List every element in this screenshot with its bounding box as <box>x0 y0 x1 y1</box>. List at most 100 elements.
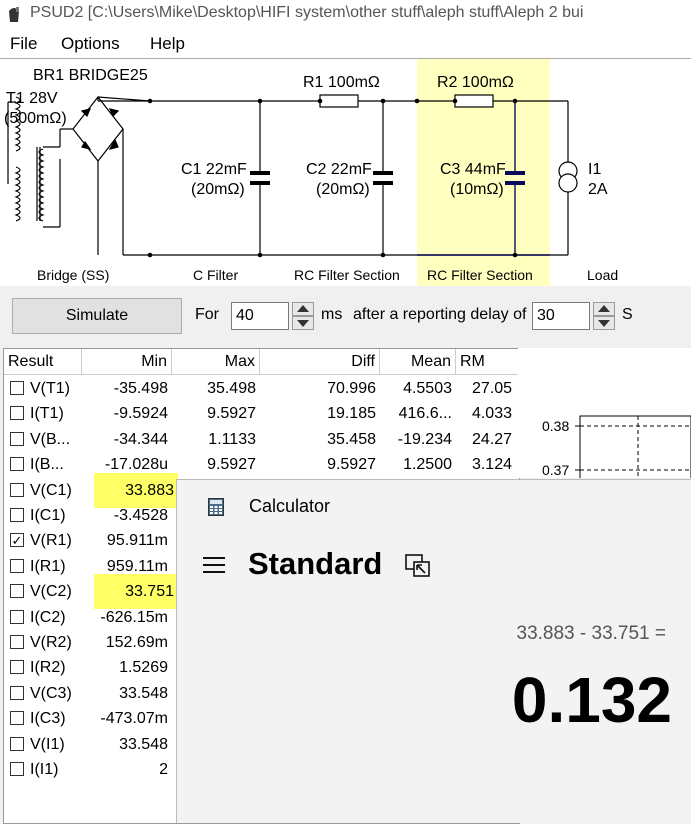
calculator-mode: Standard <box>248 546 383 581</box>
row-checkbox[interactable] <box>10 635 24 649</box>
transformer-label: T1 28V <box>6 90 58 107</box>
menu-file[interactable]: File <box>10 34 38 53</box>
row-checkbox[interactable] <box>10 482 24 497</box>
row-name: V(C3) <box>30 684 72 702</box>
duration-input[interactable]: 40 <box>231 302 289 330</box>
delay-spinner-icon[interactable] <box>593 302 615 330</box>
table-row[interactable]: V(C2)33.751 <box>4 574 519 610</box>
table-row[interactable]: V(C1)33.883 <box>4 472 519 508</box>
cell-min: -17.028u <box>104 456 168 474</box>
row-checkbox[interactable] <box>10 685 24 700</box>
calculator-title: Calculator <box>249 496 331 516</box>
row-name: V(C1) <box>30 481 72 499</box>
table-row[interactable]: ✓ V(R1) 95.911m <box>4 528 519 553</box>
row-checkbox[interactable] <box>10 381 24 395</box>
row-checkbox[interactable] <box>10 711 24 726</box>
menu-options[interactable]: Options <box>61 34 120 53</box>
row-name: I(B... <box>30 456 64 474</box>
load-name: I1 <box>588 161 602 178</box>
col-header-mean[interactable]: Mean <box>380 349 456 375</box>
row-name: I(I1) <box>30 761 59 778</box>
row-checkbox[interactable] <box>10 406 24 421</box>
row-name: I(C1) <box>30 507 66 524</box>
c1-label: C1 22mF <box>181 161 247 178</box>
title-bar: PSUD2 [C:\Users\Mike\Desktop\HIFI system… <box>0 0 691 30</box>
c1-resistance: (20mΩ) <box>191 181 245 198</box>
c3-resistance: (10mΩ) <box>450 181 504 198</box>
delay-input[interactable]: 30 <box>532 302 590 330</box>
c3-label: C3 44mF <box>440 161 506 178</box>
table-row[interactable]: I(C2)-626.15m <box>4 605 519 630</box>
col-header-diff[interactable]: Diff <box>260 349 380 375</box>
transformer-resistance: (500mΩ) <box>4 110 67 127</box>
cell-rms: 24.27 <box>471 430 512 448</box>
transformer-symbol <box>7 96 61 228</box>
col-header-rms[interactable]: RM <box>456 349 519 375</box>
row-name: I(T1) <box>30 405 64 423</box>
cell-mean: -19.234 <box>397 430 452 448</box>
graph-tick-label: 0.38 <box>542 418 570 434</box>
row-name: I(R2) <box>30 659 66 677</box>
duration-spinner-icon[interactable] <box>292 302 314 330</box>
bridge-label: BR1 BRIDGE25 <box>33 67 148 84</box>
keep-on-top-icon[interactable] <box>405 554 431 578</box>
row-name: V(I1) <box>30 735 65 753</box>
row-checkbox[interactable] <box>10 584 24 599</box>
cell-max: 9.5927 <box>207 405 256 423</box>
waveform-graph[interactable]: 0.38 0.37 <box>518 348 691 487</box>
section-label-load: Load <box>587 267 619 283</box>
c2-label: C2 22mF <box>306 161 372 178</box>
row-checkbox[interactable] <box>10 736 24 751</box>
cell-max: 35.498 <box>207 380 256 397</box>
cell-diff: 19.185 <box>327 405 376 423</box>
section-label-rc1: RC Filter Section <box>294 267 400 283</box>
row-checkbox[interactable] <box>10 457 24 472</box>
cell-min: 95.911m <box>106 532 168 550</box>
menu-help[interactable]: Help <box>150 34 185 53</box>
cell-min: -35.498 <box>113 380 168 397</box>
row-checkbox[interactable] <box>10 508 24 522</box>
current-source-symbol <box>558 161 578 193</box>
calculator-display: 0.132 <box>511 664 672 736</box>
row-checkbox[interactable] <box>10 558 24 573</box>
cell-rms: 3.124 <box>471 456 512 474</box>
r1-label: R1 100mΩ <box>303 74 380 91</box>
table-row[interactable]: V(I1) 33.548 <box>4 732 519 757</box>
col-header-min[interactable]: Min <box>82 349 172 375</box>
table-row[interactable]: V(C3) 33.548 <box>4 681 519 706</box>
row-checkbox[interactable] <box>10 431 24 446</box>
cell-rms: 27.05 <box>471 380 512 397</box>
col-header-max[interactable]: Max <box>172 349 260 375</box>
cell-rms: 4.033 <box>471 405 512 423</box>
table-row[interactable]: I(I1)2 <box>4 757 519 782</box>
col-header-result[interactable]: Result <box>4 349 82 375</box>
ms-label: ms <box>321 306 343 323</box>
cell-min: -3.4528 <box>113 507 168 524</box>
row-checkbox[interactable] <box>10 609 24 624</box>
cell-max: 9.5927 <box>207 456 256 474</box>
row-name: V(R1) <box>30 532 72 550</box>
table-row[interactable]: I(C1) -3.4528 <box>4 503 519 528</box>
simulate-button[interactable]: Simulate <box>12 298 182 334</box>
row-checkbox[interactable]: ✓ <box>10 533 24 549</box>
hamburger-menu-icon[interactable] <box>203 556 225 574</box>
cell-min: 33.548 <box>119 735 168 753</box>
row-name: V(C2) <box>30 583 72 601</box>
app-icon <box>9 7 19 22</box>
cell-min: -34.344 <box>113 430 168 448</box>
row-checkbox[interactable] <box>10 762 24 776</box>
table-row[interactable]: I(C3)-473.07m <box>4 706 519 731</box>
circuit-schematic[interactable]: BR1 BRIDGE25 T1 28V (500mΩ) R1 100mΩ R2 … <box>0 58 691 288</box>
table-row[interactable]: V(R2)152.69m <box>4 630 519 655</box>
cell-diff: 70.996 <box>327 380 376 397</box>
table-row[interactable]: I(R2)1.5269 <box>4 655 519 680</box>
cell-min: 33.548 <box>119 684 168 702</box>
row-name: I(C3) <box>30 710 66 728</box>
table-row[interactable]: I(R1)959.11m <box>4 554 519 579</box>
simulation-controls: Simulate For 40 ms after a reporting del… <box>0 286 691 346</box>
row-checkbox[interactable] <box>10 660 24 675</box>
